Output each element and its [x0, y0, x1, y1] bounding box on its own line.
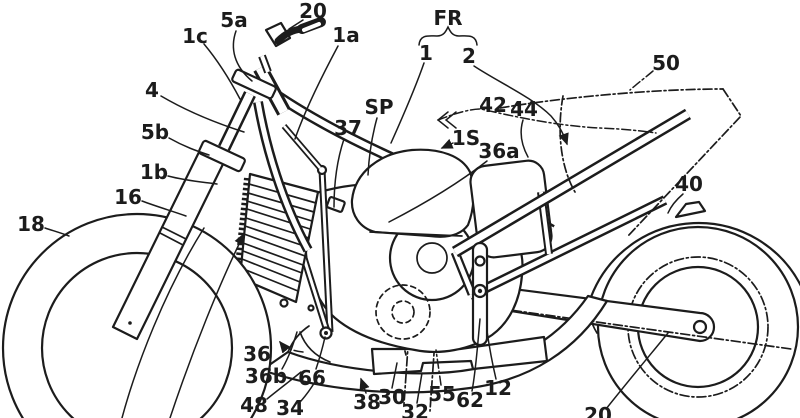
label-ref-36: 36 [243, 342, 271, 366]
upper-triple-clamp [231, 68, 277, 100]
leader-ref-1 [390, 62, 425, 144]
label-ref-36b: 36b [245, 364, 287, 388]
decoration-lines [121, 25, 657, 418]
leader-ref-40 [667, 193, 684, 214]
leader-ref-4 [160, 95, 245, 133]
label-ref-66: 66 [298, 366, 326, 390]
leader-ref-1b [167, 175, 218, 185]
label-ref-12: 12 [484, 376, 512, 400]
label-ref-37: 37 [334, 116, 362, 140]
leader-lines [44, 19, 684, 410]
label-ref-30: 30 [378, 385, 406, 409]
label-ref-42: 42 [479, 93, 507, 117]
leader-ref-36a [388, 160, 488, 223]
label-ref-38: 38 [353, 390, 381, 414]
label-ref-1c: 1c [182, 24, 208, 48]
leader-ref-1a [294, 45, 339, 140]
label-ref-FR: FR [433, 6, 462, 30]
label-ref-55: 55 [428, 382, 456, 406]
offscreen-leader-plain [121, 227, 205, 418]
leader-ref-34 [300, 374, 320, 402]
rear-axle [692, 319, 708, 335]
front-fork [111, 17, 326, 341]
leader-ref-20-bottom [605, 332, 669, 410]
fender-tab [674, 200, 707, 219]
label-ref-1a: 1a [332, 23, 359, 47]
leader-ref-50 [629, 70, 654, 91]
label-ref-36a: 36a [478, 139, 519, 163]
leader-ref-32 [416, 372, 423, 404]
leader-ref-44 [520, 119, 529, 158]
label-ref-50: 50 [652, 51, 680, 75]
label-ref-2: 2 [462, 44, 476, 68]
suspension-link [471, 241, 489, 347]
leader-ref-1S [440, 138, 454, 149]
fr-brace [418, 25, 478, 46]
label-ref-32: 32 [401, 400, 429, 418]
leader-ref-5a [232, 30, 253, 82]
leader-ref-SP [367, 117, 378, 176]
tail-frame [450, 108, 692, 301]
leader-ref-36 [279, 340, 304, 354]
leader-ref-37 [333, 138, 345, 208]
label-ref-20-top: 20 [299, 0, 327, 23]
front-axle [128, 321, 132, 325]
label-ref-1S: 1S [452, 126, 480, 150]
leader-ref-2 [473, 65, 569, 146]
leader-ref-55 [435, 349, 442, 386]
leader-ref-18 [44, 227, 70, 237]
front-seat [350, 148, 475, 238]
label-ref-20-bottom: 20 [584, 403, 612, 418]
leader-ref-66 [315, 336, 326, 370]
leader-ref-5b [168, 137, 210, 156]
leader-ref-62 [471, 318, 481, 392]
leader-ref-20-top [288, 19, 304, 30]
swingarm [444, 284, 792, 350]
label-ref-44: 44 [510, 97, 538, 121]
leader-ref-30 [391, 362, 398, 389]
label-ref-16: 16 [114, 185, 142, 209]
label-ref-18: 18 [17, 212, 45, 236]
tail-cowl-phantom [499, 88, 742, 237]
label-ref-62: 62 [456, 388, 484, 412]
bracket-37 [325, 196, 346, 213]
leader-ref-16 [141, 200, 187, 217]
exhaust-header [299, 331, 331, 363]
label-ref-SP: SP [364, 95, 393, 119]
label-ref-40: 40 [675, 172, 703, 196]
leader-ref-1c [203, 43, 241, 100]
leader-ref-38 [359, 377, 370, 394]
leader-ref-48 [266, 371, 302, 400]
lower-triple-clamp [198, 139, 246, 173]
leader-ref-36b [281, 331, 298, 370]
muffler-box [370, 335, 549, 376]
label-ref-34: 34 [276, 396, 304, 418]
belly-exhaust [260, 288, 609, 412]
harness-phantom-line [437, 108, 657, 134]
leader-ref-12 [486, 330, 497, 380]
label-ref-5b: 5b [141, 120, 169, 144]
sprocket-phantom [375, 284, 431, 340]
label-ref-48: 48 [240, 393, 268, 417]
label-ref-5a: 5a [220, 8, 247, 32]
offscreen-leader-arrow [169, 232, 245, 418]
label-ref-4: 4 [145, 78, 159, 102]
label-ref-1: 1 [419, 41, 433, 65]
label-ref-1b: 1b [140, 160, 168, 184]
